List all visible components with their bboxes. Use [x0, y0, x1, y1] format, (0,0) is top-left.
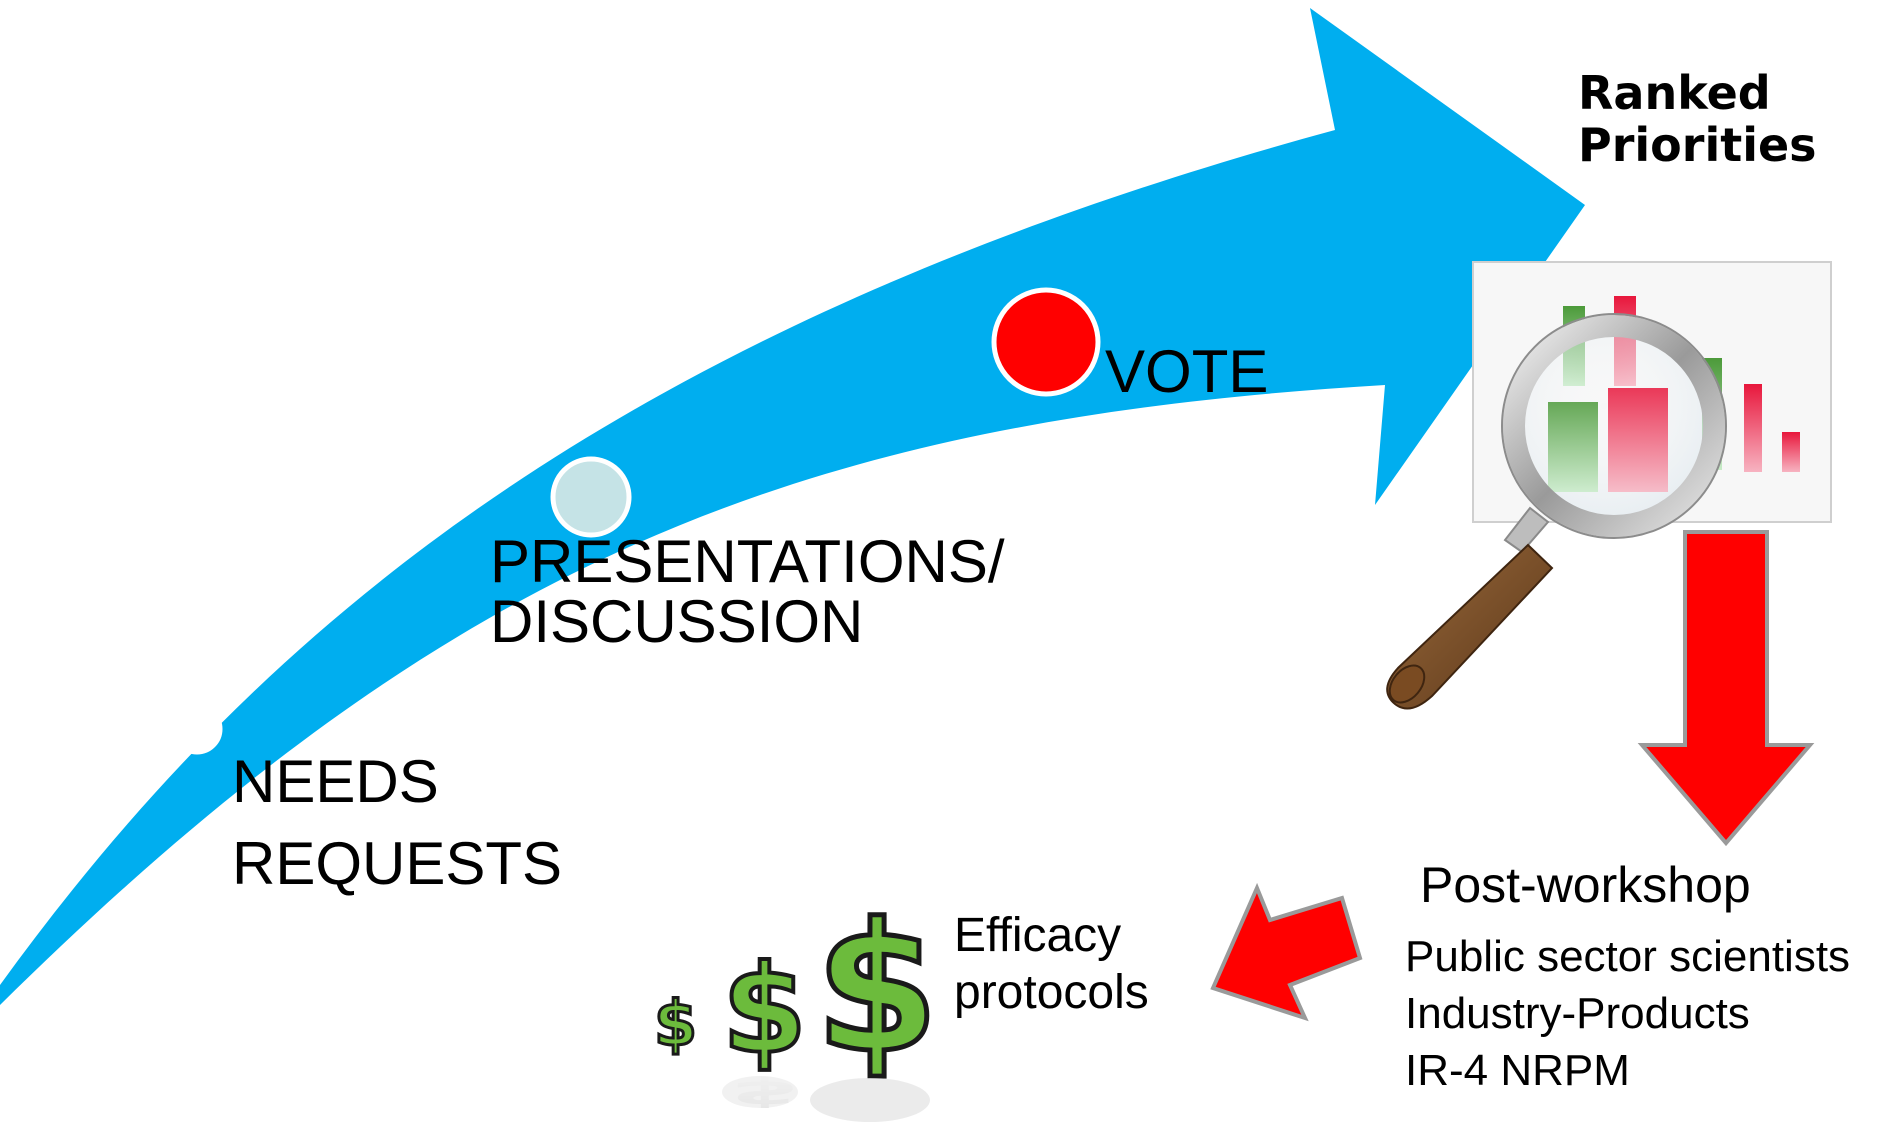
process-flow-arrow — [0, 8, 1585, 1005]
svg-text:$: $ — [815, 885, 939, 1092]
vote-stage-dot — [991, 287, 1101, 397]
down-red-arrow — [1637, 530, 1815, 847]
svg-text:$: $ — [722, 939, 807, 1081]
magnifier-chart-icon — [1386, 261, 1832, 710]
efficacy-protocols-label: Efficacy protocols — [954, 908, 1149, 1021]
presentations-label: PRESENTATIONS/ DISCUSSION — [490, 532, 1005, 652]
needs-stage-dot — [171, 703, 223, 755]
needs-label: NEEDS REQUESTS — [232, 752, 562, 894]
title-line-1: Ranked — [1578, 66, 1771, 120]
post-workshop-item-2: Industry-Products — [1405, 989, 1750, 1039]
post-workshop-heading: Post-workshop — [1420, 857, 1751, 913]
needs-line-2: REQUESTS — [232, 830, 563, 897]
dollar-signs-icon: $ $ $ $ — [653, 883, 941, 1122]
post-workshop-item-3: IR-4 NRPM — [1405, 1046, 1630, 1096]
presentations-stage-dot — [550, 456, 632, 538]
vote-label: VOTE — [1105, 338, 1269, 405]
presentations-line-1: PRESENTATIONS/ — [490, 528, 1005, 595]
presentations-line-2: DISCUSSION — [490, 588, 864, 655]
needs-line-1: NEEDS — [232, 748, 439, 815]
red-left-arrow-shape — [1210, 882, 1363, 1022]
post-workshop-list: Public sector scientists Industry-Produc… — [1405, 928, 1850, 1100]
efficacy-line-1: Efficacy — [954, 909, 1122, 962]
title-line-2: Priorities — [1578, 117, 1817, 172]
efficacy-line-2: protocols — [954, 965, 1149, 1019]
ranked-priorities-title: Ranked Priorities — [1578, 66, 1817, 172]
svg-text:$: $ — [654, 987, 697, 1060]
post-workshop-item-1: Public sector scientists — [1405, 932, 1851, 981]
